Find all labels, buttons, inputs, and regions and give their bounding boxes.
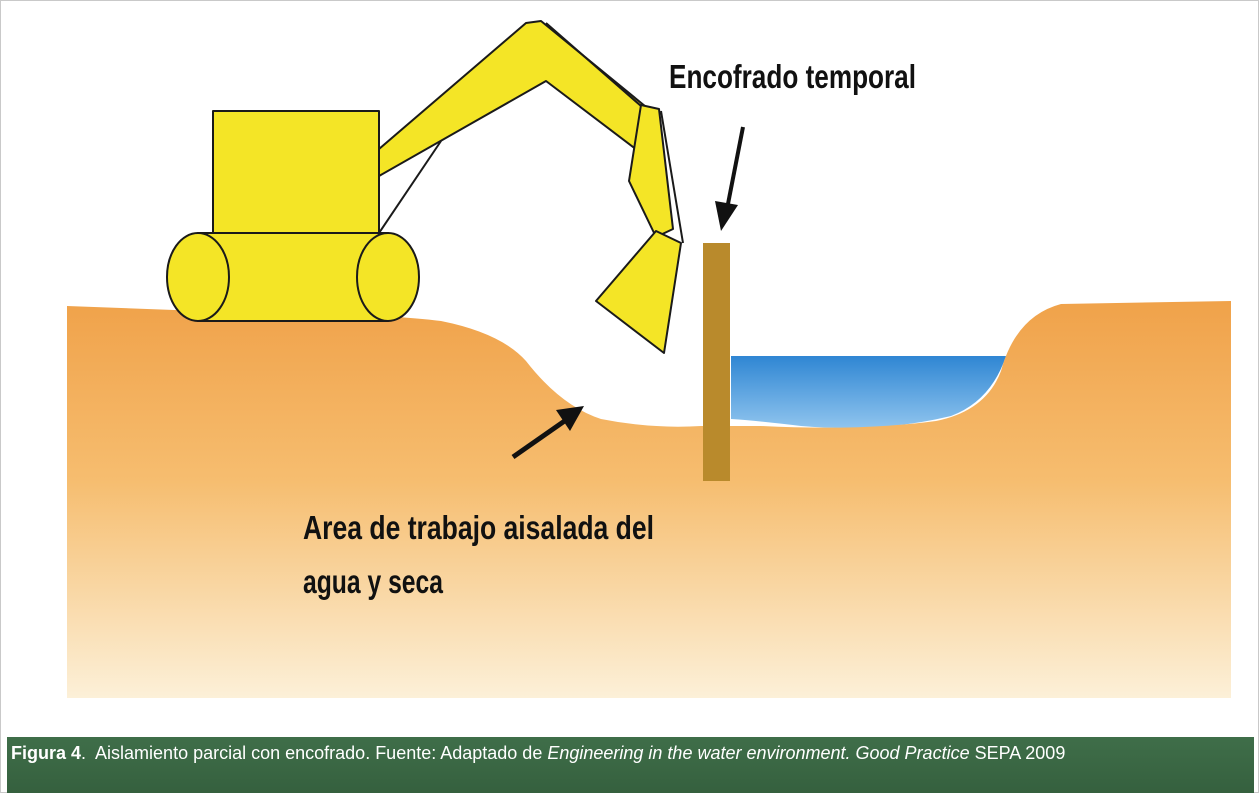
- caption-text: Aislamiento parcial con encofrado. Fuent…: [86, 743, 548, 763]
- work-area-label-line2: agua y seca: [303, 563, 443, 600]
- caption-source-org: SEPA 2009: [969, 743, 1066, 763]
- excavator-icon: [166, 20, 684, 354]
- caption-figure-label: Figura 4: [11, 743, 82, 763]
- formwork-label: Encofrado temporal: [669, 58, 916, 95]
- work-area-label-line1: Area de trabajo aisalada del: [303, 509, 654, 546]
- figure-caption: Figura 4. Aislamiento parcial con encofr…: [7, 737, 1254, 793]
- diagram: Encofrado temporal Area de trabajo aisal…: [67, 20, 1231, 698]
- formwork-post: [703, 243, 730, 481]
- caption-source-title: Engineering in the water environment. Go…: [547, 743, 970, 763]
- water-body: [731, 356, 1006, 429]
- arrow-up-right-icon: [511, 406, 584, 460]
- caption-dot: .: [81, 743, 87, 763]
- ground: [67, 301, 1231, 698]
- arrow-down-icon: [715, 126, 745, 231]
